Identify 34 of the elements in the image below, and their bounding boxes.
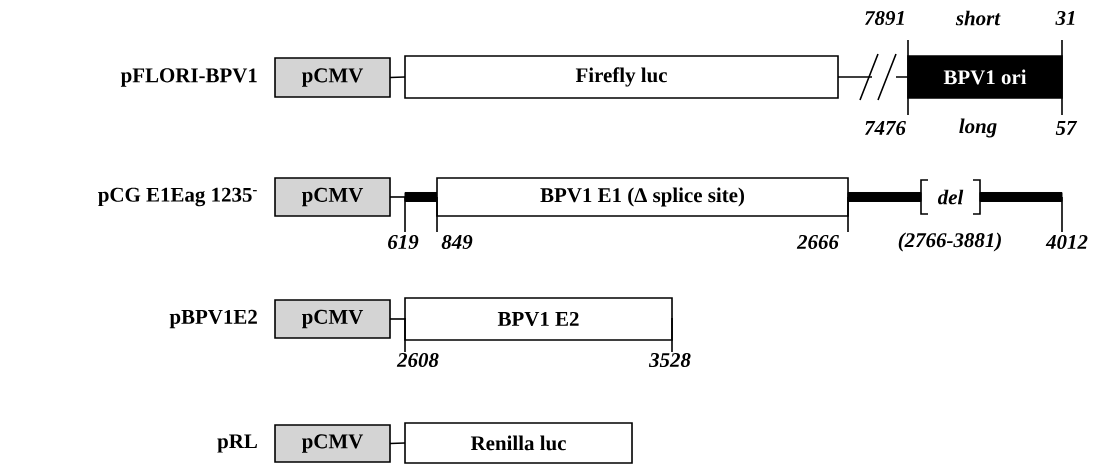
backbone-line (389, 318, 406, 320)
backbone-line (389, 76, 406, 79)
position-number: long (959, 118, 997, 138)
plasmid-name: pRL (217, 434, 257, 453)
backbone-line (837, 76, 909, 78)
gene-box: Renilla luc (404, 422, 633, 464)
gene-box: BPV1 E1 (Δ splice site) (436, 177, 849, 217)
plasmid-name: pFLORI-BPV1 (120, 68, 257, 87)
origin-box: BPV1 ori (907, 55, 1063, 99)
position-number: 619 (388, 234, 419, 249)
position-number: 31 (1055, 10, 1075, 25)
position-number: 2608 (396, 352, 439, 368)
promoter-box: pCMV (274, 57, 391, 98)
position-number: 849 (441, 234, 473, 250)
backbone-line (389, 196, 406, 198)
backbone-bar (847, 192, 922, 202)
promoter-box: pCMV (274, 177, 391, 217)
promoter-box: pCMV (274, 424, 391, 463)
plasmid-name: pCG E1Eag 1235$^{-}$ (98, 187, 257, 207)
position-number: 7476 (864, 120, 906, 135)
promoter-box: pCMV (274, 299, 391, 339)
gene-box: BPV1 E2 (404, 297, 673, 341)
plasmid-name: pBPV1E2 (169, 309, 257, 329)
position-number: 4012 (1045, 234, 1088, 250)
position-number: 2666 (796, 234, 839, 249)
backbone-bar (404, 192, 438, 202)
backbone-line (389, 442, 406, 445)
position-number: 7891 (864, 10, 904, 26)
position-number: 3528 (648, 352, 691, 368)
position-number: 57 (1055, 121, 1078, 135)
position-number: short (955, 10, 1001, 26)
position-number: (2766-3881) (898, 232, 1001, 252)
gene-box: Firefly luc (404, 55, 839, 99)
backbone-bar (979, 192, 1063, 202)
